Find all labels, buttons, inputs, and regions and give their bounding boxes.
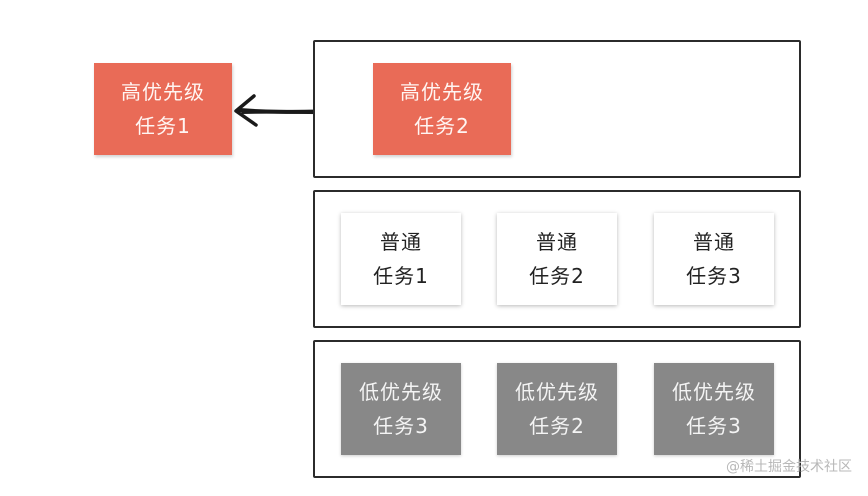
task-label-line2: 任务2 xyxy=(529,414,585,438)
low-priority-task-2: 低优先级 任务2 xyxy=(497,363,617,455)
high-priority-task-2: 高优先级 任务2 xyxy=(373,63,511,155)
task-label-line1: 低优先级 xyxy=(515,380,599,404)
task-label-line1: 高优先级 xyxy=(121,80,205,104)
high-priority-task-1: 高优先级 任务1 xyxy=(94,63,232,155)
task-label-line1: 低优先级 xyxy=(672,380,756,404)
task-label-line2: 任务1 xyxy=(135,114,191,138)
task-label-line1: 普通 xyxy=(380,230,422,254)
low-priority-task-3: 低优先级 任务3 xyxy=(654,363,774,455)
normal-task-2: 普通 任务2 xyxy=(497,213,617,305)
task-label-line1: 普通 xyxy=(693,230,735,254)
task-label-line2: 任务2 xyxy=(529,264,585,288)
normal-task-3: 普通 任务3 xyxy=(654,213,774,305)
task-label-line2: 任务1 xyxy=(373,264,429,288)
task-label-line1: 低优先级 xyxy=(359,380,443,404)
normal-task-1: 普通 任务1 xyxy=(341,213,461,305)
task-label-line2: 任务2 xyxy=(414,114,470,138)
task-label-line1: 高优先级 xyxy=(400,80,484,104)
task-label-line1: 普通 xyxy=(536,230,578,254)
low-priority-task-1: 低优先级 任务3 xyxy=(341,363,461,455)
task-label-line2: 任务3 xyxy=(686,264,742,288)
watermark: @稀土掘金技术社区 xyxy=(726,459,852,475)
task-label-line2: 任务3 xyxy=(686,414,742,438)
task-label-line2: 任务3 xyxy=(373,414,429,438)
